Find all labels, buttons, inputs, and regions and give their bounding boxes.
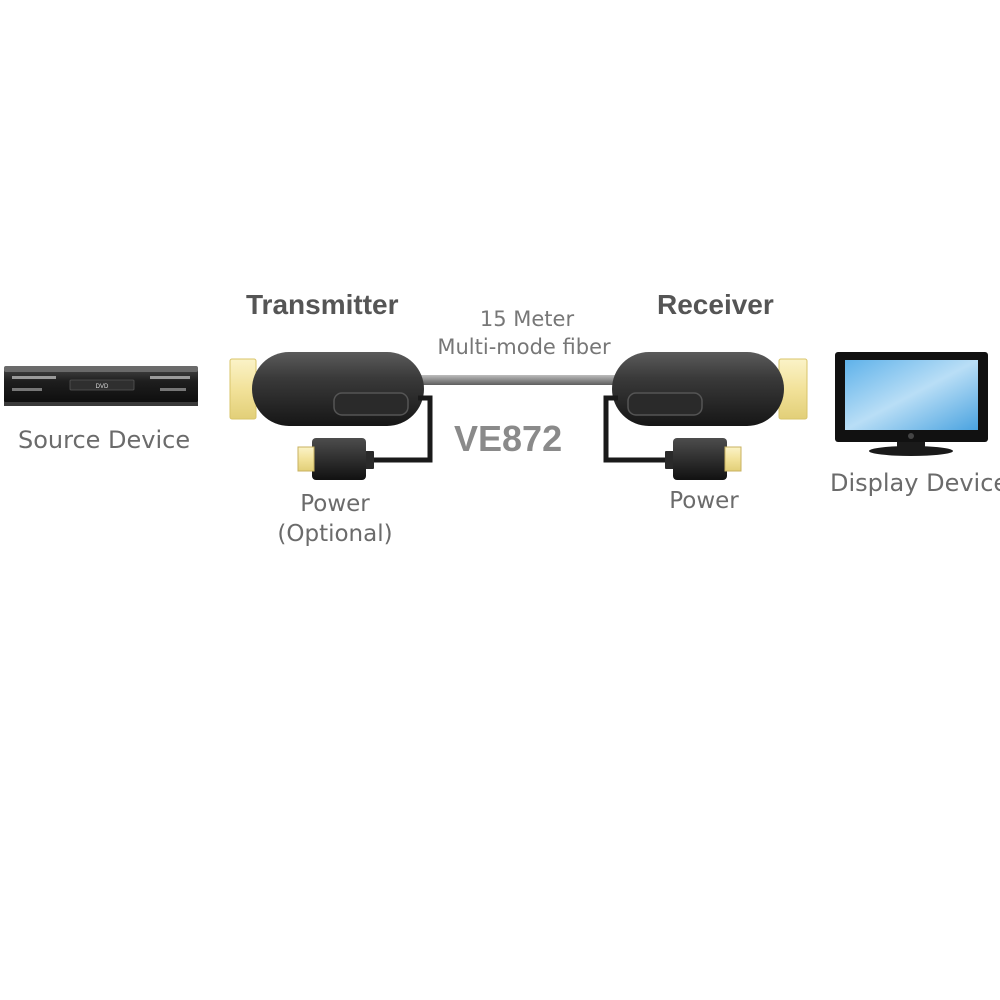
transmitter-power-plug-tip — [297, 446, 315, 472]
transmitter-power-note: (Optional) — [277, 521, 393, 547]
source-device-icon: DVD — [4, 366, 198, 406]
cable-length-label: 15 Meter — [479, 307, 575, 331]
transmitter-unit — [229, 352, 424, 426]
transmitter-title: Transmitter — [246, 289, 399, 320]
display-device-icon — [835, 352, 988, 456]
cable-type-label: Multi-mode fiber — [437, 335, 611, 359]
display-device-label: Display Device — [830, 469, 1000, 497]
receiver-power-label: Power — [669, 488, 739, 514]
receiver-power-cable — [603, 395, 742, 480]
model-number: VE872 — [454, 418, 563, 459]
dvd-badge: DVD — [96, 384, 109, 390]
receiver-unit — [612, 352, 808, 426]
fiber-cable — [415, 375, 620, 385]
receiver-power-plug-tip — [724, 446, 742, 472]
source-device-label: Source Device — [18, 426, 191, 454]
receiver-title: Receiver — [657, 289, 774, 320]
transmitter-power-cable — [297, 395, 433, 480]
transmitter-power-label: Power — [300, 491, 370, 517]
